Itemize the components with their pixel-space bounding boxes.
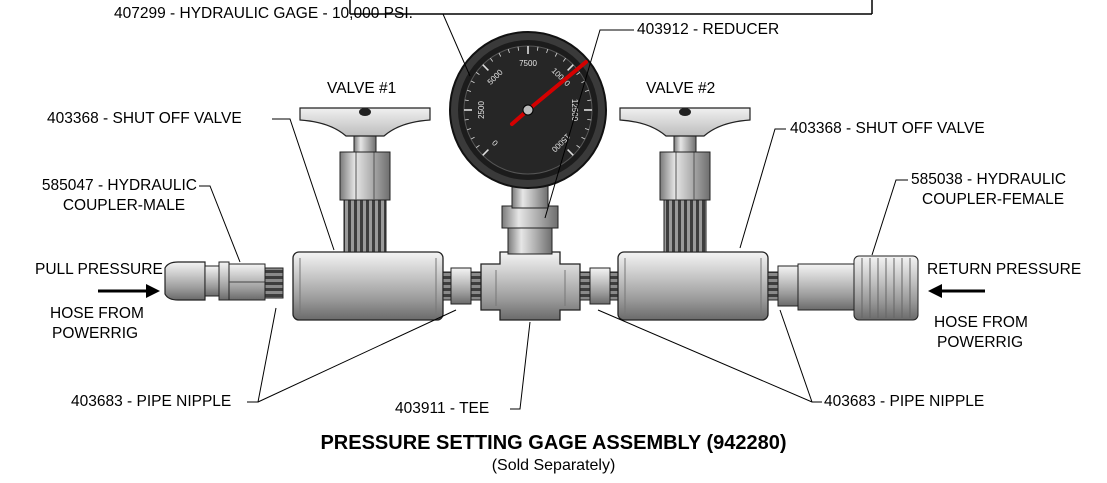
gauge-scale-label: 2500 bbox=[477, 101, 486, 119]
coupler-female-label-line2: COUPLER-FEMALE bbox=[922, 191, 1065, 208]
gauge-tick bbox=[517, 46, 520, 51]
tee-fitting bbox=[480, 251, 581, 321]
gauge-tick bbox=[507, 49, 510, 54]
left-pipe-nipple bbox=[442, 267, 482, 305]
coupler-female-label-line1: 585038 - HYDRAULIC bbox=[911, 171, 1067, 188]
valve2-label: VALVE #2 bbox=[646, 80, 716, 97]
shutoff-valve-left-label: 403368 - SHUT OFF VALVE bbox=[47, 110, 242, 127]
pull-pressure-label: PULL PRESSURE bbox=[35, 261, 163, 278]
gauge-tick bbox=[464, 118, 469, 121]
right-pipe-nipple-inner bbox=[579, 267, 619, 305]
gauge-tick bbox=[546, 49, 549, 54]
female-coupler bbox=[767, 255, 919, 321]
gauge-tick bbox=[467, 128, 472, 131]
gauge-tick bbox=[581, 80, 586, 84]
shutoff-valve-right-label: 403368 - SHUT OFF VALVE bbox=[790, 120, 985, 137]
gauge-tick bbox=[554, 52, 558, 57]
gauge-tick bbox=[567, 64, 574, 71]
gauge-tick bbox=[470, 136, 475, 140]
reducer-fitting bbox=[501, 185, 559, 255]
diagram-subtitle: (Sold Separately) bbox=[491, 457, 616, 474]
gauge-scale-label: 7500 bbox=[519, 59, 537, 68]
gauge-tick bbox=[567, 149, 574, 156]
gauge-tick bbox=[536, 46, 539, 51]
tee-label: 403911 - TEE bbox=[395, 400, 490, 417]
leader-lines bbox=[199, 13, 908, 410]
diagram-title: PRESSURE SETTING GAGE ASSEMBLY (942280) bbox=[320, 432, 787, 454]
pipe-nipple-left-label: 403683 - PIPE NIPPLE bbox=[71, 393, 232, 410]
coupler-male-label-line2: COUPLER-MALE bbox=[62, 197, 186, 214]
gauge-tick bbox=[584, 128, 589, 131]
valve1-label: VALVE #1 bbox=[327, 80, 397, 97]
hose-from-left-line1: HOSE FROM bbox=[50, 305, 144, 322]
gauge-tick bbox=[482, 149, 489, 156]
gauge-tick bbox=[576, 72, 581, 76]
right-valve-body bbox=[617, 251, 769, 321]
gauge-tick bbox=[576, 144, 581, 148]
gauge-tick bbox=[584, 89, 589, 92]
gauge-tick bbox=[467, 89, 472, 92]
male-coupler bbox=[164, 261, 284, 301]
return-pressure-label: RETURN PRESSURE bbox=[927, 261, 1082, 278]
gauge-tick bbox=[490, 57, 494, 62]
gauge-scale-label: 0 bbox=[490, 138, 500, 148]
left-valve-body bbox=[292, 251, 444, 321]
gauge-tick bbox=[587, 118, 592, 121]
reducer-label: 403912 - REDUCER bbox=[637, 21, 780, 38]
gauge-tick bbox=[482, 64, 489, 71]
return-pressure-arrow bbox=[928, 284, 985, 298]
hose-from-right-line2: POWERRIG bbox=[937, 334, 1024, 351]
gauge-tick bbox=[581, 136, 586, 140]
hose-from-right-line1: HOSE FROM bbox=[934, 314, 1028, 331]
gauge-tick bbox=[470, 80, 475, 84]
pipe-nipple-right-label: 403683 - PIPE NIPPLE bbox=[824, 393, 985, 410]
coupler-male-label-line1: 585047 - HYDRAULIC bbox=[41, 177, 197, 194]
right-valve-stem bbox=[619, 107, 751, 253]
gauge-tick bbox=[587, 99, 592, 102]
gauge-scale-label: 12500 bbox=[570, 99, 579, 122]
hose-from-left-line2: POWERRIG bbox=[52, 325, 139, 342]
left-valve-stem bbox=[299, 107, 431, 253]
top-frame-border bbox=[349, 0, 873, 15]
gauge-tick bbox=[562, 57, 566, 62]
gauge-tick bbox=[498, 52, 502, 57]
gauge-tick bbox=[464, 99, 469, 102]
gauge-tick bbox=[475, 72, 480, 76]
pull-pressure-arrow bbox=[98, 284, 160, 298]
gauge-tick bbox=[475, 144, 480, 148]
gage-label: 407299 - HYDRAULIC GAGE - 10,000 PSI. bbox=[114, 5, 413, 22]
